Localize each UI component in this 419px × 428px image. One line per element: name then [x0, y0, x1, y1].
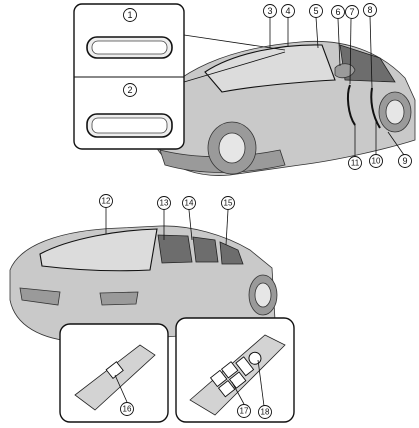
callout-6: 6	[331, 5, 345, 19]
leader-lines	[105, 15, 405, 407]
callout-1-label: 1	[127, 10, 132, 20]
callout-12: 12	[99, 194, 113, 208]
callout-18: 18	[258, 405, 272, 419]
callout-10-label: 10	[372, 157, 381, 166]
callouts: 1 2 3 4 5 6 7 8 9 10 11 12 13 14 15 16 1…	[99, 3, 412, 419]
front-door-window	[219, 241, 244, 265]
callout-8: 8	[363, 3, 377, 17]
callout-3: 3	[263, 4, 277, 18]
callout-17-label: 17	[240, 407, 249, 416]
callout-5: 5	[309, 4, 323, 18]
callout-7: 7	[345, 5, 359, 19]
callout-18-label: 18	[261, 408, 270, 417]
rear-windshield	[39, 228, 158, 272]
master-switch-2	[220, 361, 239, 379]
leader-15	[225, 209, 229, 246]
rear-tail-light-right	[99, 291, 139, 306]
left-armrest	[74, 344, 156, 411]
callout-7-label: 7	[349, 7, 354, 17]
callout-2: 2	[123, 83, 137, 97]
leader-16	[114, 374, 128, 403]
front-car	[149, 40, 416, 176]
mirror-inset	[73, 3, 286, 150]
master-switch-3	[217, 380, 236, 398]
master-switch-1	[209, 369, 228, 388]
callout-9-label: 9	[402, 156, 407, 166]
callout-11-label: 11	[351, 159, 360, 168]
callout-9: 9	[398, 154, 412, 168]
callout-13: 13	[157, 196, 171, 210]
window-lock-switch	[235, 356, 255, 377]
callout-13-label: 13	[160, 199, 169, 208]
callout-10: 10	[369, 154, 383, 168]
mirror-2-glass	[91, 117, 168, 134]
door-harness-2	[370, 87, 381, 129]
inset-pointer-bottom	[183, 51, 286, 83]
mirror-1-glass	[91, 40, 168, 55]
leader-17	[231, 381, 245, 405]
callout-16: 16	[120, 402, 134, 416]
rear-car	[9, 225, 278, 343]
rear-door-window	[192, 236, 219, 263]
callout-5-label: 5	[313, 6, 318, 16]
inset-pointer-top	[183, 34, 286, 51]
callout-15-label: 15	[224, 199, 233, 208]
callout-1: 1	[123, 8, 137, 22]
callout-14-label: 14	[185, 199, 194, 208]
callout-11: 11	[348, 156, 362, 170]
door-harness-1	[346, 84, 356, 126]
callout-17: 17	[237, 404, 251, 418]
callout-6-label: 6	[335, 7, 340, 17]
callout-4: 4	[281, 4, 295, 18]
leader-18	[257, 359, 265, 407]
leader-9	[387, 131, 405, 156]
callout-12-label: 12	[102, 197, 111, 206]
leader-14	[188, 209, 193, 241]
front-wheel-hub	[218, 132, 246, 164]
left-window-switch	[105, 361, 124, 380]
leader-6	[337, 18, 341, 67]
rear-tail-light-left	[19, 287, 61, 306]
leader-8	[369, 15, 373, 89]
callout-16-label: 16	[123, 405, 132, 414]
rear-car-wheel-hub	[254, 282, 272, 308]
rear-quarter-window	[157, 234, 193, 264]
leader-5	[315, 16, 319, 49]
switch-insets	[59, 317, 295, 423]
windshield	[204, 44, 336, 93]
callout-8-label: 8	[367, 5, 372, 15]
callout-15: 15	[221, 196, 235, 210]
callout-2-label: 2	[127, 85, 132, 95]
rear-wheel-hub	[385, 99, 405, 125]
callout-14: 14	[182, 196, 196, 210]
master-switch-panel	[209, 351, 262, 398]
callout-4-label: 4	[285, 6, 290, 16]
callout-3-label: 3	[267, 6, 272, 16]
leader-7	[349, 18, 352, 85]
